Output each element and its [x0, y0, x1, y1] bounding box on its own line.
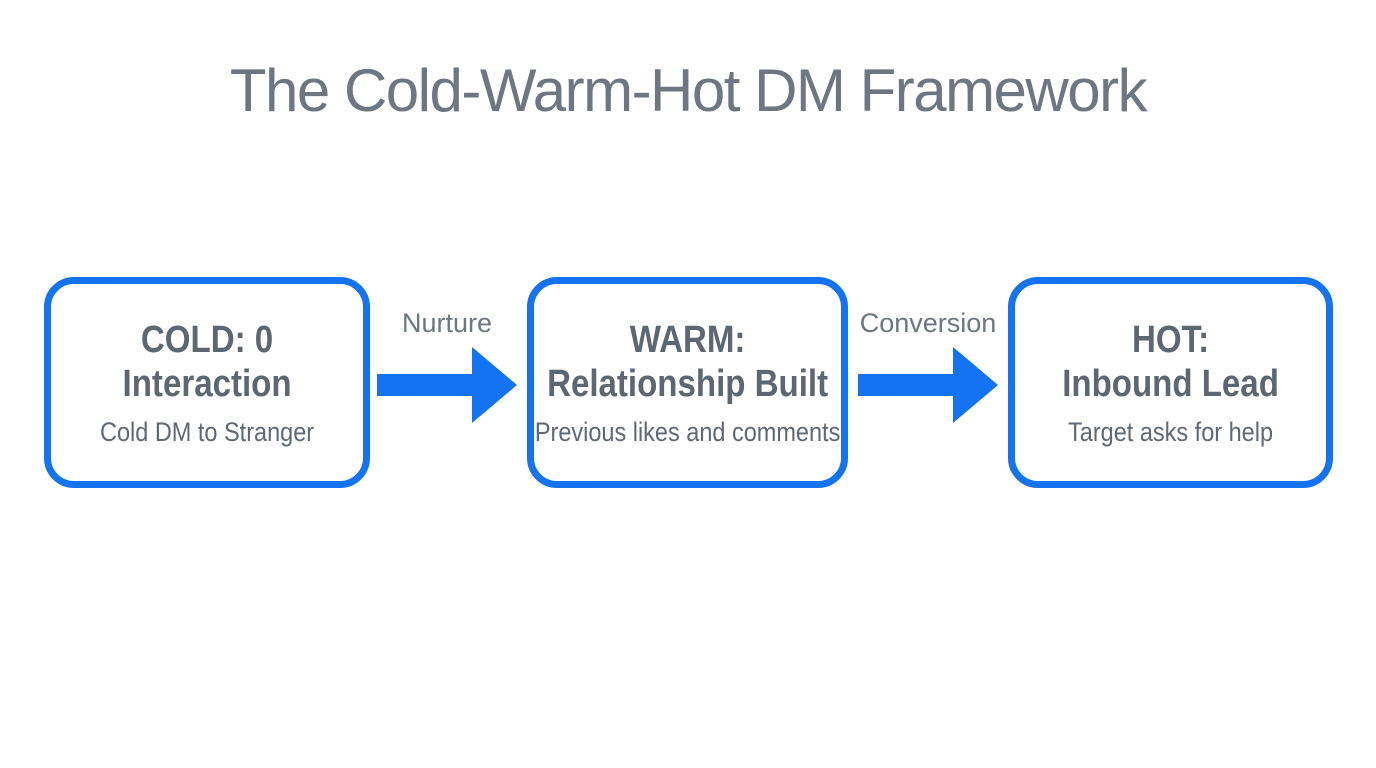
node-warm-subtitle: Previous likes and comments: [534, 416, 841, 447]
node-hot-subtitle: Target asks for help: [1067, 416, 1273, 447]
node-cold-content: COLD: 0 Interaction Cold DM to Stranger: [100, 318, 314, 448]
node-cold-heading-line1: COLD: 0: [140, 318, 274, 361]
arrow-right-icon: [858, 347, 998, 423]
node-warm: WARM: Relationship Built Previous likes …: [527, 277, 848, 488]
connector-label-conversion: Conversion: [859, 308, 997, 338]
node-warm-heading-line1: WARM:: [629, 318, 746, 361]
connector-label-nurture: Nurture: [401, 308, 493, 338]
node-hot-heading-line2: Inbound Lead: [1062, 362, 1279, 405]
node-warm-content: WARM: Relationship Built Previous likes …: [535, 318, 841, 448]
node-warm-heading: WARM: Relationship Built: [535, 318, 841, 406]
node-cold-subtitle: Cold DM to Stranger: [99, 416, 315, 447]
node-cold-heading: COLD: 0 Interaction: [100, 318, 314, 406]
arrow-right-icon: [377, 347, 517, 423]
node-hot-heading-line1: HOT:: [1131, 318, 1210, 361]
node-cold: COLD: 0 Interaction Cold DM to Stranger: [44, 277, 370, 488]
node-cold-heading-line2: Interaction: [122, 362, 292, 405]
slide-title: The Cold-Warm-Hot DM Framework: [229, 57, 1148, 124]
node-hot-heading: HOT: Inbound Lead: [1062, 318, 1279, 406]
node-hot: HOT: Inbound Lead Target asks for help: [1008, 277, 1333, 488]
node-warm-heading-line2: Relationship Built: [546, 362, 829, 405]
node-hot-content: HOT: Inbound Lead Target asks for help: [1062, 318, 1279, 448]
